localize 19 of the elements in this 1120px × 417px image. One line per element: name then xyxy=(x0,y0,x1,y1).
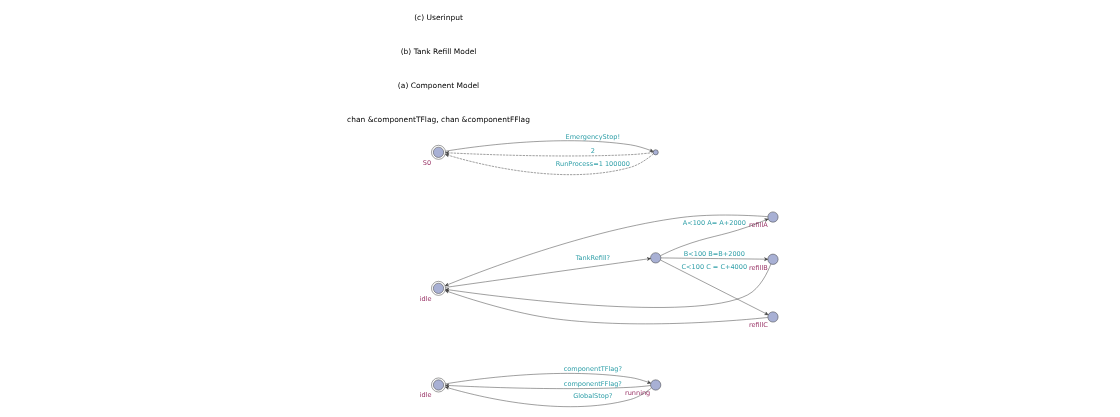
node-circle xyxy=(650,379,662,391)
arrow xyxy=(660,257,768,261)
arrow xyxy=(444,214,768,287)
arrow xyxy=(445,383,651,389)
arrow xyxy=(445,263,772,308)
node-circle xyxy=(650,252,662,264)
node-circle xyxy=(767,211,779,223)
arrow xyxy=(445,290,768,325)
node-circle xyxy=(652,149,659,156)
arrow xyxy=(445,373,651,385)
arrow xyxy=(445,153,654,175)
arrow xyxy=(660,259,769,315)
node-circle xyxy=(767,253,779,265)
arrow xyxy=(445,257,651,288)
node-circle xyxy=(767,311,779,323)
arrow xyxy=(445,151,654,157)
arrow xyxy=(445,386,652,407)
arrow xyxy=(660,218,769,256)
arrow xyxy=(445,140,654,152)
